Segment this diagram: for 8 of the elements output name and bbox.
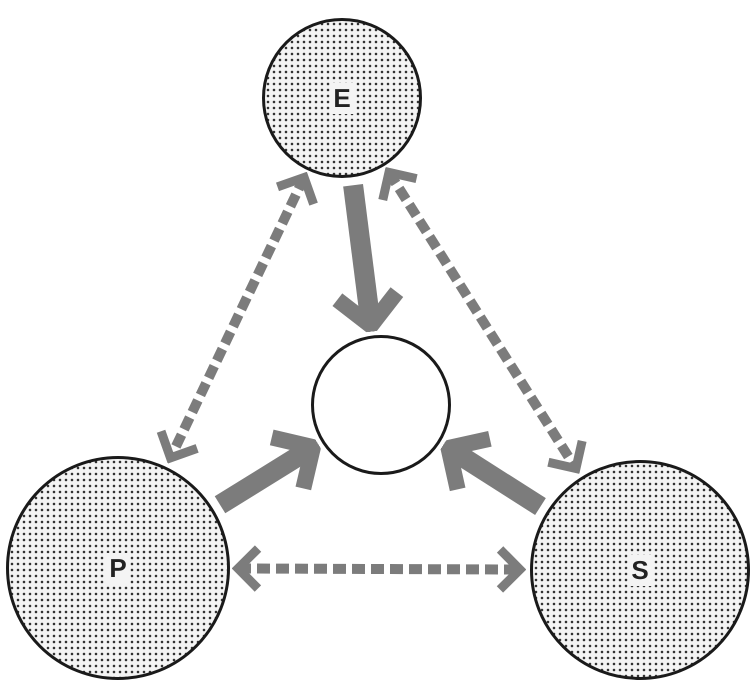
dashed-arrow — [234, 544, 524, 594]
thick-arrow — [440, 430, 546, 516]
node-label: P — [106, 552, 130, 584]
dashed-arrow — [378, 168, 587, 474]
node-label: E — [330, 82, 354, 114]
node-label: S — [628, 554, 652, 586]
dashed-arrow — [156, 172, 318, 462]
thick-arrow — [214, 429, 321, 514]
